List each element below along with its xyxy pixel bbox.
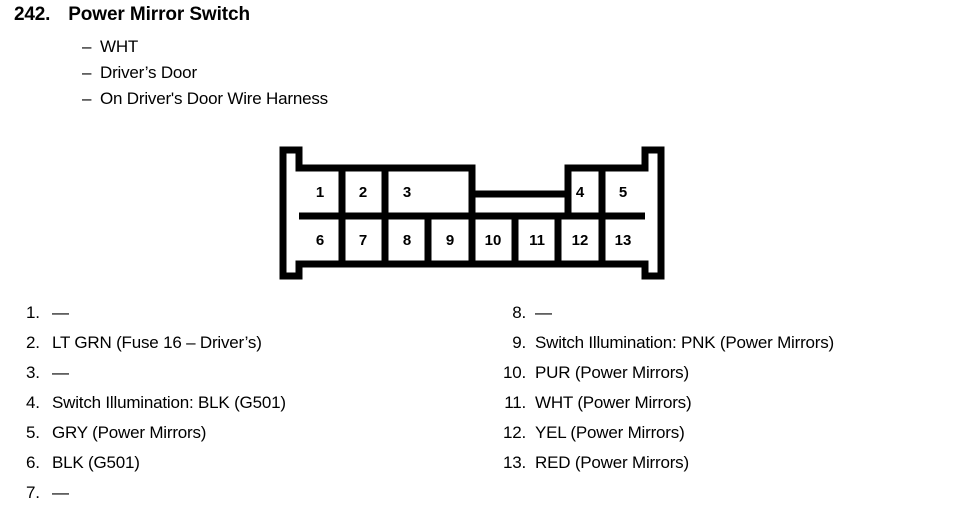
subtitle-text: On Driver's Door Wire Harness xyxy=(100,89,328,108)
pin-legend-description: PUR (Power Mirrors) xyxy=(535,363,689,382)
bottom-row-separators xyxy=(338,216,606,264)
subtitle-text: Driver’s Door xyxy=(100,63,197,82)
entry-title: Power Mirror Switch xyxy=(68,4,250,25)
pin-number-6: 6 xyxy=(316,232,324,249)
pin-legend-description: Switch Illumination: PNK (Power Mirrors) xyxy=(535,333,835,352)
subtitle-text: WHT xyxy=(100,37,139,56)
pin-number-3: 3 xyxy=(403,184,411,201)
pin-legend-description: — xyxy=(52,303,69,322)
pin-legend-number: 8. xyxy=(512,303,526,322)
pin-number-4: 4 xyxy=(576,184,585,201)
subtitle-line: – WHT xyxy=(82,37,328,63)
pin-number-13: 13 xyxy=(615,232,632,249)
page-title: 242. Power Mirror Switch xyxy=(14,4,250,26)
pin-legend-description: Switch Illumination: BLK (G501) xyxy=(52,393,286,412)
pin-legend-row: 6. BLK (G501) xyxy=(26,453,286,483)
pin-legend-row: 10. PUR (Power Mirrors) xyxy=(496,363,834,393)
pin-legend-row: 13. RED (Power Mirrors) xyxy=(496,453,834,483)
pin-number-7: 7 xyxy=(359,232,367,249)
center-key-notch xyxy=(468,190,572,216)
pin-number-10: 10 xyxy=(485,232,502,249)
pin-legend-column-left: 1. — 2. LT GRN (Fuse 16 – Driver’s) 3. —… xyxy=(26,303,286,513)
pin-legend-number: 4. xyxy=(26,393,40,412)
connector-outline xyxy=(279,146,665,280)
pin-number-8: 8 xyxy=(403,232,411,249)
subtitle-line: – On Driver's Door Wire Harness xyxy=(82,89,328,115)
pin-legend-number: 11. xyxy=(504,393,526,412)
pin-legend-description: YEL (Power Mirrors) xyxy=(535,423,685,442)
pin-legend-number: 6. xyxy=(26,453,40,472)
pin-number-1: 1 xyxy=(316,184,324,201)
pin-legend-row: 2. LT GRN (Fuse 16 – Driver’s) xyxy=(26,333,286,363)
entry-number: 242. xyxy=(14,4,51,25)
pin-legend-number: 1. xyxy=(26,303,40,322)
pin-number-5: 5 xyxy=(619,184,627,201)
pin-legend-number: 2. xyxy=(26,333,40,352)
pin-legend-description: RED (Power Mirrors) xyxy=(535,453,689,472)
pin-legend-row: 8. — xyxy=(496,303,834,333)
pin-legend-description: GRY (Power Mirrors) xyxy=(52,423,207,442)
pin-legend-description: — xyxy=(52,483,69,502)
subtitle-list: – WHT – Driver’s Door – On Driver's Door… xyxy=(82,37,328,115)
pin-legend-row: 11. WHT (Power Mirrors) xyxy=(496,393,834,423)
dash-bullet-icon: – xyxy=(82,63,92,82)
pin-legend-number: 5. xyxy=(26,423,40,442)
top-row-separators xyxy=(338,168,606,216)
pin-legend-number: 7. xyxy=(26,483,40,502)
dash-bullet-icon: – xyxy=(82,89,92,108)
pin-legend-description: LT GRN (Fuse 16 – Driver’s) xyxy=(52,333,262,352)
pin-legend-number: 9. xyxy=(512,333,526,352)
pin-legend-number: 12. xyxy=(502,423,526,442)
pin-legend-number: 13. xyxy=(502,453,526,472)
pin-legend-row: 1. — xyxy=(26,303,286,333)
pin-legend-description: WHT (Power Mirrors) xyxy=(535,393,692,412)
pin-legend-row: 7. — xyxy=(26,483,286,513)
connector-pinout-diagram: 1 2 3 4 5 6 7 8 9 10 11 12 13 xyxy=(272,146,672,280)
pin-number-2: 2 xyxy=(359,184,367,201)
pin-legend-description: — xyxy=(52,363,69,382)
pin-legend-row: 3. — xyxy=(26,363,286,393)
subtitle-line: – Driver’s Door xyxy=(82,63,328,89)
dash-bullet-icon: – xyxy=(82,37,92,56)
pin-legend-description: — xyxy=(535,303,552,322)
pin-number-11: 11 xyxy=(529,232,545,249)
pin-legend-number: 3. xyxy=(26,363,40,382)
pin-legend-row: 9. Switch Illumination: PNK (Power Mirro… xyxy=(496,333,834,363)
pin-legend-description: BLK (G501) xyxy=(52,453,140,472)
pin-number-9: 9 xyxy=(446,232,454,249)
pin-legend-row: 12. YEL (Power Mirrors) xyxy=(496,423,834,453)
pin-legend-column-right: 8. — 9. Switch Illumination: PNK (Power … xyxy=(496,303,834,483)
pin-legend-row: 5. GRY (Power Mirrors) xyxy=(26,423,286,453)
pin-legend-number: 10. xyxy=(502,363,526,382)
pin-legend-row: 4. Switch Illumination: BLK (G501) xyxy=(26,393,286,423)
pin-number-12: 12 xyxy=(572,232,589,249)
